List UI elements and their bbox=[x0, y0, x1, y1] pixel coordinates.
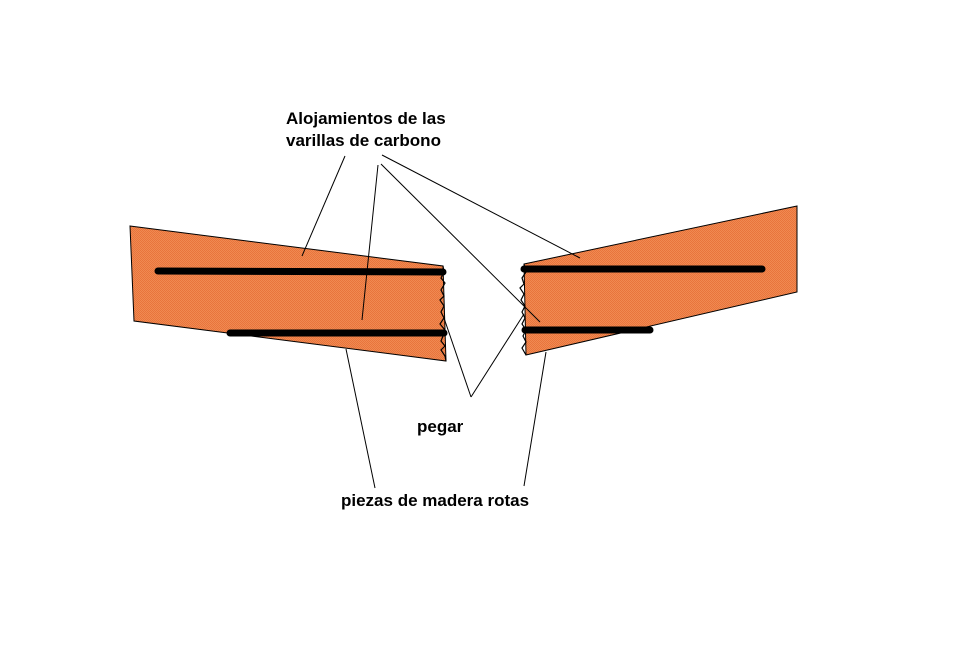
right-broken-edge bbox=[519, 263, 527, 356]
rod-housings-label-line2: varillas de carbono bbox=[286, 131, 441, 150]
left-wood-piece bbox=[129, 225, 447, 362]
housing-leader-4 bbox=[381, 154, 581, 259]
housing-leader-1 bbox=[301, 155, 346, 257]
wood-pieces bbox=[129, 205, 798, 362]
housing-leader-3 bbox=[380, 163, 541, 323]
broken-pieces-label: piezas de madera rotas bbox=[341, 491, 530, 510]
carbon-rods bbox=[154, 265, 766, 337]
right-wood-piece bbox=[523, 205, 798, 356]
housing-leader-2 bbox=[361, 164, 379, 321]
glue-label: pegar bbox=[417, 417, 464, 436]
rod-housings-label-line1: Alojamientos de las bbox=[286, 109, 446, 128]
left-broken-edge bbox=[439, 265, 447, 362]
left-top-rod bbox=[154, 267, 447, 276]
glue-leader-right bbox=[470, 313, 525, 398]
pieces-leader-right bbox=[523, 351, 547, 487]
pieces-leader-left bbox=[345, 348, 376, 489]
glue-leader-left bbox=[443, 317, 472, 398]
rod-housings-label: Alojamientos de las varillas de carbono bbox=[286, 108, 446, 152]
leader-lines bbox=[301, 154, 581, 489]
broken-edges bbox=[439, 263, 527, 362]
